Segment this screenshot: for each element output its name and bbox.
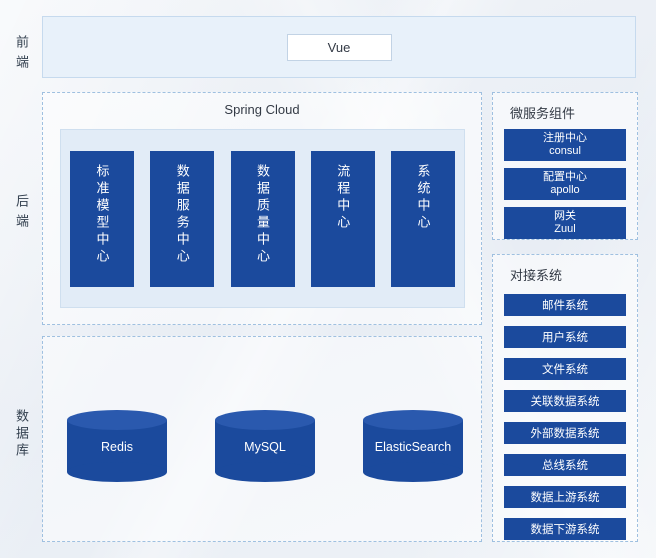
microservice-components-panel: 微服务组件 注册中心 consul 配置中心 apollo 网关 Zuul — [492, 92, 638, 240]
node-label: 配置中心 — [543, 171, 587, 183]
node-related-data-system: 关联数据系统 — [504, 390, 626, 412]
node-standard-model-center: 标准模型中心 — [70, 151, 134, 287]
microservice-components-title: 微服务组件 — [510, 106, 576, 121]
node-label: 网关 — [554, 210, 576, 222]
spring-cloud-container: 标准模型中心 数据服务中心 数据质量中心 流程中心 系统中心 — [60, 129, 465, 308]
backend-tier-panel: Spring Cloud 标准模型中心 数据服务中心 数据质量中心 流程中心 系… — [42, 92, 482, 325]
node-label: 注册中心 — [543, 132, 587, 144]
node-data-quality-center: 数据质量中心 — [230, 151, 295, 287]
node-data-service-center: 数据服务中心 — [150, 151, 215, 287]
node-sublabel: apollo — [550, 184, 580, 196]
node-user-system: 用户系统 — [504, 326, 626, 348]
node-bus-system: 总线系统 — [504, 454, 626, 476]
node-sublabel: Zuul — [554, 223, 576, 235]
tier-label-frontend: 前端 — [14, 35, 29, 75]
spring-cloud-title: Spring Cloud — [224, 102, 300, 117]
database-label: Redis — [101, 440, 133, 454]
frontend-tier-panel: Vue — [42, 16, 636, 78]
node-registry-consul: 注册中心 consul — [504, 129, 626, 161]
node-process-center: 流程中心 — [310, 151, 375, 287]
node-external-data-system: 外部数据系统 — [504, 422, 626, 444]
node-downstream-data-system: 数据下游系统 — [504, 518, 626, 540]
integration-systems-title: 对接系统 — [510, 268, 563, 283]
database-tier-panel: Redis MySQL ElasticSearch — [42, 336, 482, 542]
node-vue: Vue — [286, 33, 392, 61]
node-gateway-zuul: 网关 Zuul — [504, 207, 626, 239]
node-file-system: 文件系统 — [504, 358, 626, 380]
node-label: 标准模型中心 — [94, 164, 110, 266]
database-cylinder-mysql: MySQL — [215, 410, 315, 482]
node-upstream-data-system: 数据上游系统 — [504, 486, 626, 508]
database-cylinder-redis: Redis — [67, 410, 167, 482]
database-label: MySQL — [244, 440, 286, 454]
tier-label-backend: 后端 — [14, 194, 29, 234]
node-sublabel: consul — [549, 145, 581, 157]
integration-systems-panel: 对接系统 邮件系统 用户系统 文件系统 关联数据系统 外部数据系统 总线系统 数… — [492, 254, 638, 542]
database-label: ElasticSearch — [374, 440, 452, 454]
database-cylinder-elasticsearch: ElasticSearch — [363, 410, 463, 482]
node-mail-system: 邮件系统 — [504, 294, 626, 316]
node-config-apollo: 配置中心 apollo — [504, 168, 626, 200]
node-label: 系统中心 — [415, 164, 431, 232]
tier-label-database: 数据库 — [14, 409, 29, 460]
node-label: 数据服务中心 — [174, 164, 190, 266]
node-label: 流程中心 — [335, 164, 351, 232]
node-system-center: 系统中心 — [391, 151, 455, 287]
node-label: 数据质量中心 — [255, 164, 270, 266]
